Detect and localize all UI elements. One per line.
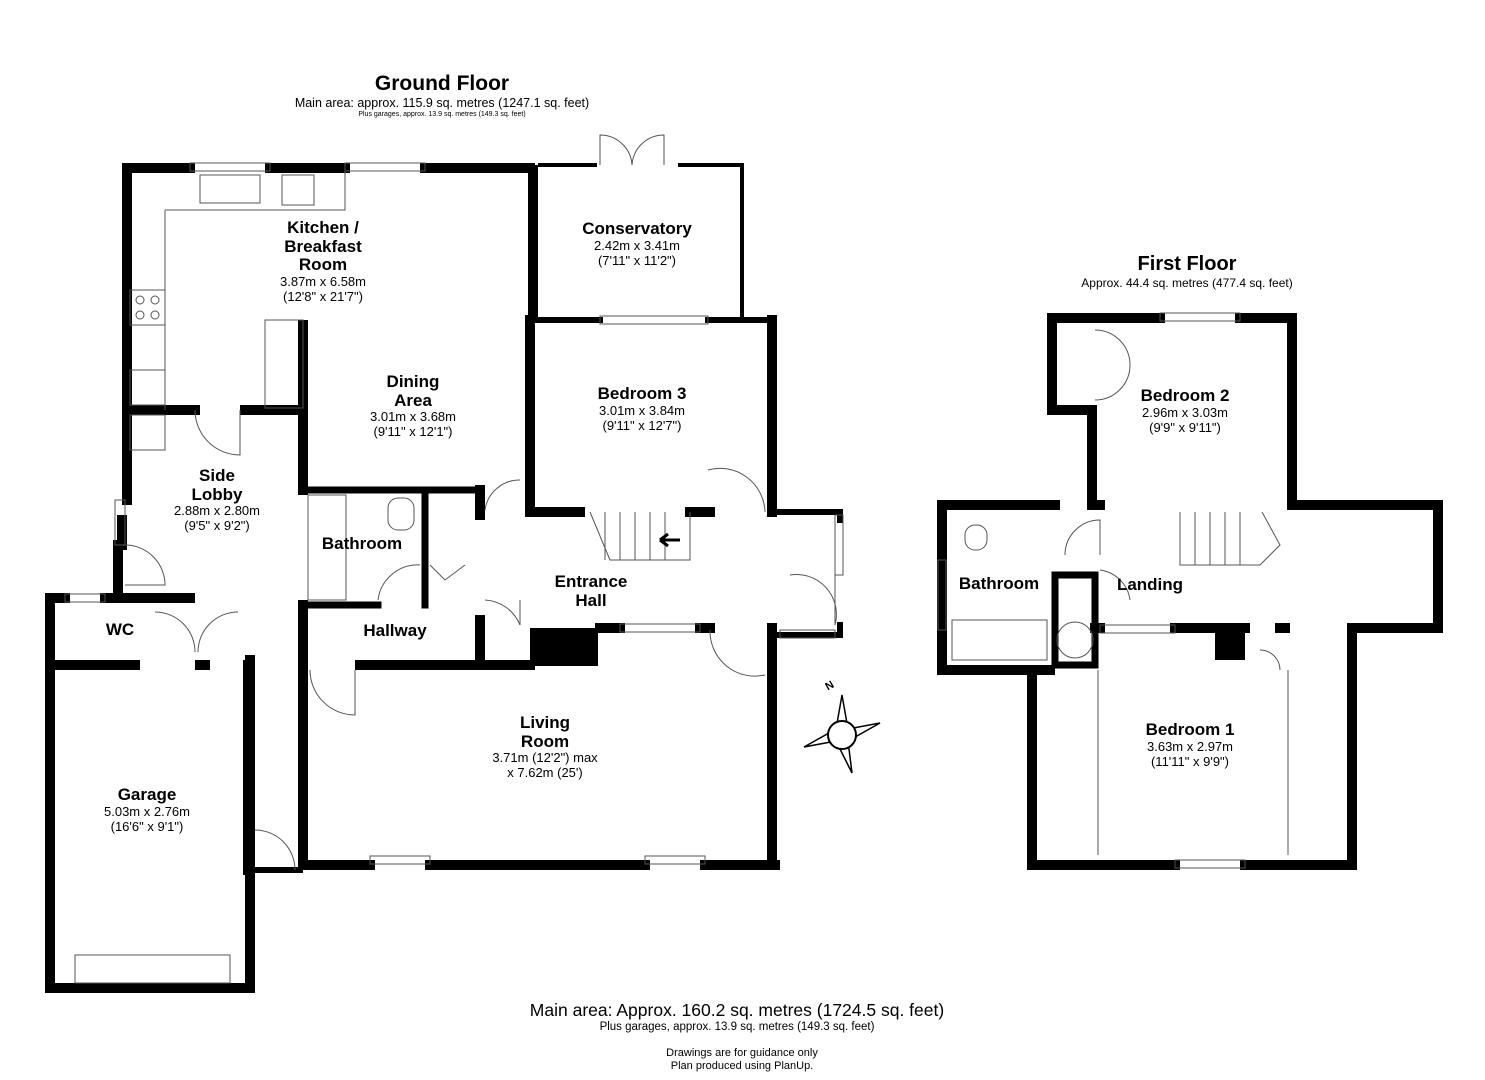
room-hallway: Hallway xyxy=(363,621,427,640)
room-name: Room xyxy=(520,731,570,751)
room-dims-imperial: (11'11" x 9'9") xyxy=(1150,753,1230,769)
room-name: Dining xyxy=(386,372,440,391)
room-name: Kitchen / xyxy=(287,218,359,237)
room-name: Garage xyxy=(117,785,177,804)
ground-floor-fixtures xyxy=(64,134,844,984)
room-dims: 3.71m (12'2") max xyxy=(492,750,598,766)
room-name: Entrance xyxy=(554,572,628,591)
chimney-breast xyxy=(1215,630,1245,660)
room-name: Breakfast xyxy=(284,236,362,256)
footer-note-planup: Plan produced using PlanUp. xyxy=(670,1060,814,1072)
room-name: Living xyxy=(519,713,571,732)
chimney-breast xyxy=(530,628,598,666)
room-dims: 2.88m x 2.80m xyxy=(174,503,260,519)
ground-floor-area: Main area: approx. 115.9 sq. metres (124… xyxy=(294,96,590,110)
room-bathroom-first: Bathroom xyxy=(958,574,1040,593)
room-dims-imperial: (12'8" x 21'7") xyxy=(283,289,363,304)
room-bedroom-1: Bedroom 1 3.63m x 2.97m (11'11" x 9'9") xyxy=(1145,720,1235,770)
room-garage: Garage 5.03m x 2.76m (16'6" x 9'1") xyxy=(104,785,190,835)
room-entrance-hall: Entrance Hall xyxy=(554,572,628,610)
room-dims-imperial: (7'11" x 11'2") xyxy=(597,252,677,268)
first-floor-fixtures xyxy=(937,312,1289,869)
room-dims: 2.42m x 3.41m xyxy=(593,237,680,253)
compass-north-icon xyxy=(803,694,881,774)
room-name: Lobby xyxy=(191,484,243,504)
footer-note-guidance: Drawings are for guidance only xyxy=(666,1047,818,1059)
room-name: Room xyxy=(298,255,348,275)
room-wc: WC xyxy=(105,620,135,639)
room-name: Hall xyxy=(575,590,607,610)
room-bedroom-3: Bedroom 3 3.01m x 3.84m (9'11" x 12'7") xyxy=(597,384,687,434)
room-dims-imperial: (9'11" x 12'1") xyxy=(373,424,453,440)
room-bathroom-ground: Bathroom xyxy=(321,534,403,553)
room-dining: Dining Area 3.01m x 3.68m (9'11" x 12'1"… xyxy=(370,372,456,440)
room-name: Bedroom 3 xyxy=(597,384,687,403)
room-conservatory: Conservatory 2.42m x 3.41m (7'11" x 11'2… xyxy=(582,219,692,269)
room-dims: 3.01m x 3.84m xyxy=(598,402,685,418)
room-dims: 3.01m x 3.68m xyxy=(370,409,456,425)
footer-garages: Plus garages, approx. 13.9 sq. metres (1… xyxy=(599,1021,875,1033)
room-name: Bedroom 1 xyxy=(1145,720,1235,739)
ground-floor-walls xyxy=(45,163,843,993)
room-bedroom-2: Bedroom 2 2.96m x 3.03m (9'9" x 9'11") xyxy=(1140,386,1230,436)
room-living: Living Room 3.71m (12'2") max x 7.62m (2… xyxy=(492,713,598,781)
room-dims: 3.87m x 6.58m xyxy=(280,274,366,290)
room-dims-imperial: (9'5" x 9'2") xyxy=(184,518,250,534)
room-dims: 3.63m x 2.97m xyxy=(1146,738,1233,754)
room-side-lobby: Side Lobby 2.88m x 2.80m (9'5" x 9'2") xyxy=(174,466,260,534)
room-name: Area xyxy=(394,390,432,410)
room-dims-imperial: x 7.62m (25') xyxy=(507,765,583,781)
room-kitchen: Kitchen / Breakfast Room 3.87m x 6.58m (… xyxy=(280,218,366,305)
first-floor-walls xyxy=(937,313,1443,870)
room-dims: 2.96m x 3.03m xyxy=(1141,404,1228,420)
room-dims: 5.03m x 2.76m xyxy=(104,803,190,819)
room-name: Conservatory xyxy=(582,219,692,238)
room-name: Bedroom 2 xyxy=(1140,386,1230,405)
first-floor-area: Approx. 44.4 sq. metres (477.4 sq. feet) xyxy=(1081,276,1293,290)
ground-floor-garages: Plus garages, approx. 13.9 sq. metres (1… xyxy=(358,111,526,118)
room-dims-imperial: (9'11" x 12'7") xyxy=(602,417,682,433)
room-landing: Landing xyxy=(1116,575,1184,594)
room-name: Side xyxy=(199,466,235,485)
first-floor-title: First Floor xyxy=(1137,253,1237,275)
room-dims-imperial: (16'6" x 9'1") xyxy=(110,818,184,834)
room-dims-imperial: (9'9" x 9'11") xyxy=(1149,419,1221,435)
footer-main-area: Main area: Approx. 160.2 sq. metres (172… xyxy=(529,1000,945,1020)
ground-floor-title: Ground Floor xyxy=(374,72,510,95)
